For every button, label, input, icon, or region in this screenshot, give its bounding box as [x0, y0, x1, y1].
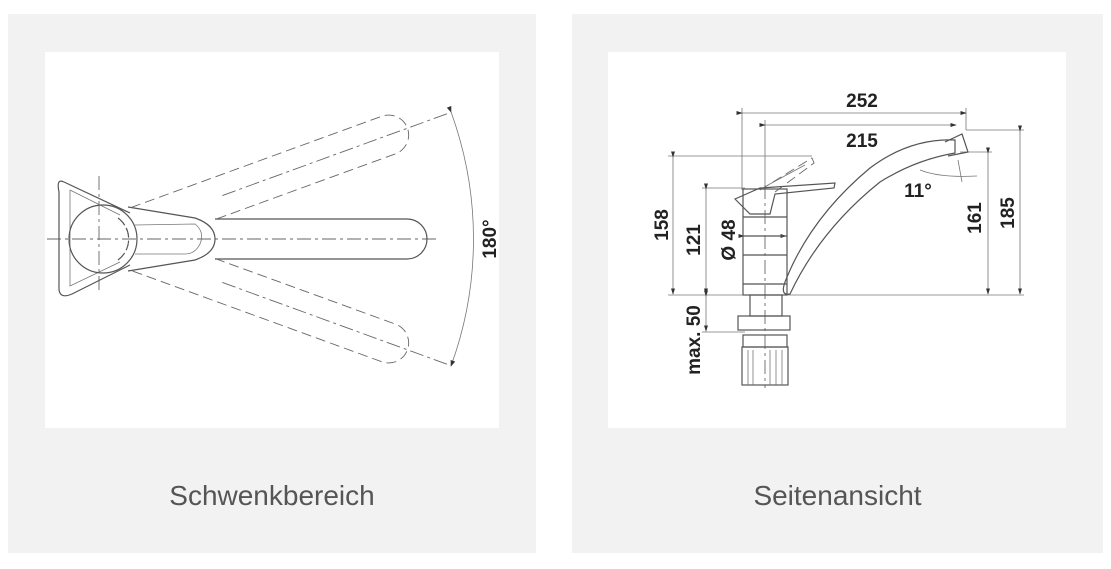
faucet-body [742, 185, 788, 388]
side-view-card: 252 215 11° 158 121 Ø 48 161 185 max. 50… [572, 14, 1103, 553]
lever-right-position [130, 258, 449, 365]
lever [733, 157, 836, 215]
angle-arc [446, 105, 474, 367]
extension-lines [668, 108, 1024, 333]
lever-center [215, 218, 428, 260]
caption-swivel-range: Schwenkbereich [169, 480, 375, 511]
side-view-drawing: 252 215 11° 158 121 Ø 48 161 185 max. 50 [608, 52, 1066, 428]
mounting-hardware [737, 294, 791, 386]
swivel-range-card: 180° Schwenkbereich [8, 14, 536, 553]
label-121: 121 [684, 224, 705, 256]
label-max50: max. 50 [684, 305, 705, 375]
lever-hub [127, 206, 216, 272]
lever-left-position [130, 113, 449, 220]
body-circle [68, 204, 138, 274]
swivel-range-drawing: 180° [45, 52, 499, 428]
angle-arc [919, 169, 978, 177]
spout [782, 139, 956, 295]
label-158: 158 [652, 209, 673, 241]
label-215: 215 [846, 131, 878, 152]
aerator [944, 133, 969, 157]
angle-label: 180° [480, 219, 499, 258]
label-185: 185 [998, 197, 1019, 229]
label-161: 161 [965, 202, 986, 234]
label-diameter: Ø 48 [719, 219, 740, 260]
label-252: 252 [846, 91, 878, 112]
base-plate [57, 180, 131, 297]
label-angle-11: 11° [904, 181, 932, 202]
caption-side-view: Seitenansicht [753, 480, 922, 511]
